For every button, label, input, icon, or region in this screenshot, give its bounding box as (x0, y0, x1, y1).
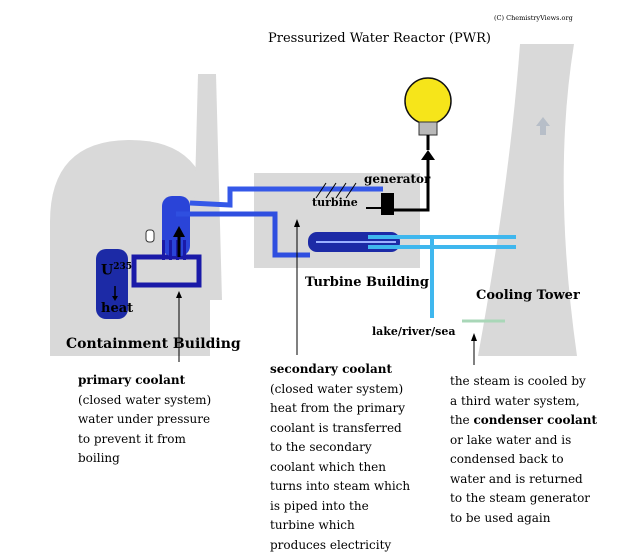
light-bulb-base (418, 121, 438, 136)
containment-dome (50, 140, 210, 356)
copyright-notice: (C) ChemistryViews.org (494, 14, 573, 22)
cooling-tower-label: Cooling Tower (476, 288, 580, 303)
turbine-label: turbine (312, 196, 358, 209)
power-arrow-icon (421, 150, 435, 160)
secondary-coolant-line: turns into steam which (270, 479, 411, 493)
condenser-coolant-line: condensed back to (450, 452, 564, 466)
primary-coolant-description: primary coolant (closed water system) wa… (78, 371, 211, 469)
primary-coolant-line: (closed water system) (78, 392, 212, 407)
secondary-coolant-line: (closed water system) (270, 381, 404, 396)
secondary-coolant-line: is piped into the (270, 498, 369, 513)
primary-loop-pipe (131, 254, 202, 288)
containment-building-label: Containment Building (66, 336, 241, 352)
primary-coolant-line: boiling (78, 451, 120, 465)
pressurizer (145, 229, 155, 243)
primary-pointer-head (176, 291, 182, 298)
heat-label: heat (101, 301, 134, 316)
cooling-tower-shape (478, 44, 577, 356)
secondary-coolant-line: coolant is transferred (270, 420, 402, 435)
condenser-coolant-line: to be used again (450, 510, 551, 525)
condenser-coolant-description: the steam is cooled by a third water sys… (450, 372, 597, 528)
condenser-coolant-line: to the steam generator (450, 491, 591, 505)
secondary-loop-pipe (176, 211, 310, 258)
uranium-label: U235 (101, 262, 132, 279)
condenser-coolant-heading: condenser coolant (473, 413, 598, 427)
diagram-title: Pressurized Water Reactor (PWR) (268, 31, 491, 46)
light-bulb-icon (404, 77, 452, 125)
generator-box (381, 193, 394, 215)
condenser-coolant-heading-line: the condenser coolant (450, 413, 598, 427)
uranium-symbol: U (101, 262, 114, 279)
reactor-vessel (96, 249, 128, 319)
turbine-building-label: Turbine Building (305, 275, 429, 290)
secondary-coolant-description: secondary coolant (closed water system) … (270, 360, 410, 555)
condenser-coolant-line: a third water system, (450, 393, 580, 408)
secondary-coolant-line: to the secondary (270, 440, 372, 454)
secondary-coolant-line: produces electricity (270, 537, 392, 552)
cooling-tower-arrow-icon (536, 117, 550, 135)
secondary-pointer-head (294, 219, 300, 227)
primary-coolant-line: to prevent it from (78, 431, 186, 446)
power-line (394, 158, 430, 212)
condenser-pointer-head (471, 333, 477, 341)
turbine-blades (315, 182, 357, 199)
secondary-coolant-heading: secondary coolant (270, 362, 392, 376)
condenser-coolant-line: or lake water and is (450, 432, 572, 447)
steam-up-arrow-head (173, 226, 185, 237)
secondary-coolant-line: turbine which (270, 518, 355, 532)
primary-coolant-line: water under pressure (78, 412, 211, 426)
containment-chimney (192, 74, 222, 300)
secondary-loop-steam-line (189, 186, 383, 208)
generator-label: generator (364, 172, 431, 186)
secondary-coolant-line: coolant which then (270, 459, 387, 474)
primary-coolant-heading: primary coolant (78, 373, 186, 387)
condenser-coolant-line: water and is returned (450, 471, 583, 486)
heat-arrow-head (112, 296, 118, 301)
secondary-coolant-line: heat from the primary (270, 401, 405, 415)
condenser-coolant-line: the steam is cooled by (450, 374, 586, 388)
lake-label: lake/river/sea (372, 325, 456, 338)
uranium-mass-number: 235 (113, 262, 133, 272)
